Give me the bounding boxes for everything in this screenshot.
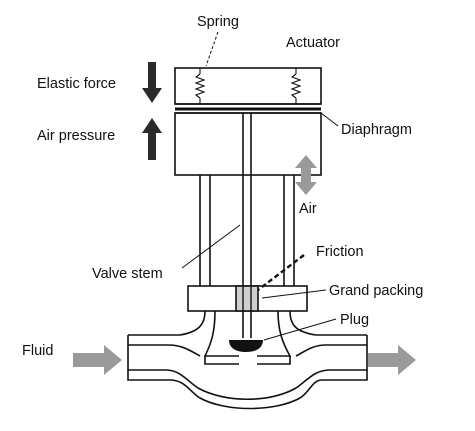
- valve-stem-label: Valve stem: [92, 266, 163, 282]
- elastic-force-label: Elastic force: [37, 76, 116, 92]
- valve-stem-leader: [181, 224, 241, 269]
- diaphragm-label: Diaphragm: [341, 122, 412, 138]
- packing-seal: [235, 285, 259, 312]
- friction-label: Friction: [316, 244, 364, 260]
- yoke: [199, 175, 295, 286]
- fluid-inlet-arrow-icon: [73, 345, 122, 375]
- grand-packing-leader: [261, 289, 327, 299]
- actuator: [174, 67, 322, 176]
- spring-label: Spring: [197, 14, 239, 30]
- elastic-force-arrow-icon: [142, 62, 162, 103]
- plug: [229, 340, 263, 352]
- diaphragm: [175, 103, 321, 114]
- air-label: Air: [299, 201, 317, 217]
- spring-right: [290, 68, 302, 104]
- fluid-label: Fluid: [22, 343, 53, 359]
- plug-leader: [263, 318, 337, 341]
- actuator-air-chamber: [174, 112, 322, 176]
- grand-packing: [187, 285, 308, 312]
- plug-label: Plug: [340, 312, 369, 328]
- fluid-outlet-arrow-icon: [368, 345, 416, 375]
- leader-lines: [181, 31, 339, 341]
- valve-body: [127, 310, 368, 410]
- spring-left: [194, 68, 206, 104]
- air-pressure-arrow-icon: [142, 118, 162, 160]
- friction-leader: [257, 254, 305, 291]
- diaphragm-leader: [320, 112, 339, 127]
- grand-packing-label: Grand packing: [329, 283, 423, 299]
- spring-leader: [205, 31, 219, 67]
- air-double-arrow-icon: [295, 155, 317, 195]
- actuator-label: Actuator: [286, 35, 340, 51]
- air-pressure-label: Air pressure: [37, 128, 115, 144]
